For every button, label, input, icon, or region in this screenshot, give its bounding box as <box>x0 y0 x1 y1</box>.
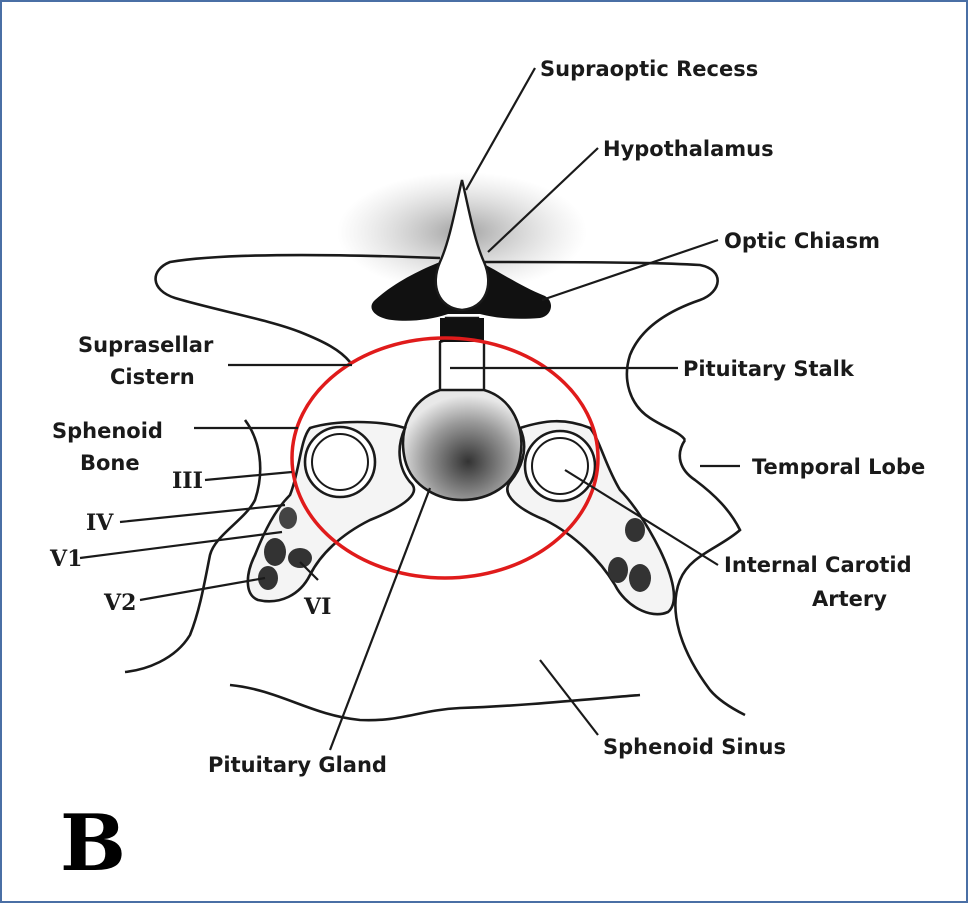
leader-sphenoid-sinus <box>540 660 598 735</box>
label-suprasellar-line1: Suprasellar <box>78 333 214 357</box>
left-temporal-outline <box>125 420 260 672</box>
left-nerve-bundle-1 <box>264 538 286 566</box>
label-cn-v2: V2 <box>103 590 136 616</box>
label-cn-vi: VI <box>303 594 331 620</box>
label-temporal-lobe: Temporal Lobe <box>752 455 925 479</box>
left-nerve-bundle-4 <box>279 507 297 529</box>
label-cn-iv: IV <box>86 510 114 536</box>
label-pituitary-stalk: Pituitary Stalk <box>683 357 855 381</box>
right-internal-carotid-lumen <box>532 438 588 494</box>
sphenoid-sinus-outline <box>230 685 640 720</box>
label-supraoptic-recess: Supraoptic Recess <box>540 57 758 81</box>
right-nerve-bundle-1 <box>625 518 645 542</box>
label-optic-chiasm: Optic Chiasm <box>724 229 880 253</box>
left-nerve-bundle-2 <box>288 548 312 568</box>
pituitary-gland-shape <box>403 390 521 500</box>
label-cn-iii: III <box>172 468 203 494</box>
leader-supraoptic-recess <box>466 68 535 190</box>
label-pituitary-gland: Pituitary Gland <box>208 753 387 777</box>
right-nerve-bundle-2 <box>608 557 628 583</box>
label-sphenoid-line1: Sphenoid <box>52 419 163 443</box>
label-sphenoid-line2: Bone <box>80 451 140 475</box>
label-internal-carotid-line1: Internal Carotid <box>724 553 912 577</box>
label-suprasellar-line2: Cistern <box>110 365 195 389</box>
leader-cn-iii <box>205 472 292 480</box>
panel-letter: B <box>60 798 126 889</box>
left-internal-carotid-lumen <box>312 434 368 490</box>
label-cn-v1: V1 <box>49 546 82 572</box>
label-internal-carotid-line2: Artery <box>812 587 887 611</box>
label-hypothalamus: Hypothalamus <box>603 137 774 161</box>
leader-cn-iv <box>120 505 285 522</box>
label-sphenoid-sinus: Sphenoid Sinus <box>603 735 786 759</box>
right-temporal-outline <box>675 440 745 715</box>
right-nerve-bundle-3 <box>629 564 651 592</box>
